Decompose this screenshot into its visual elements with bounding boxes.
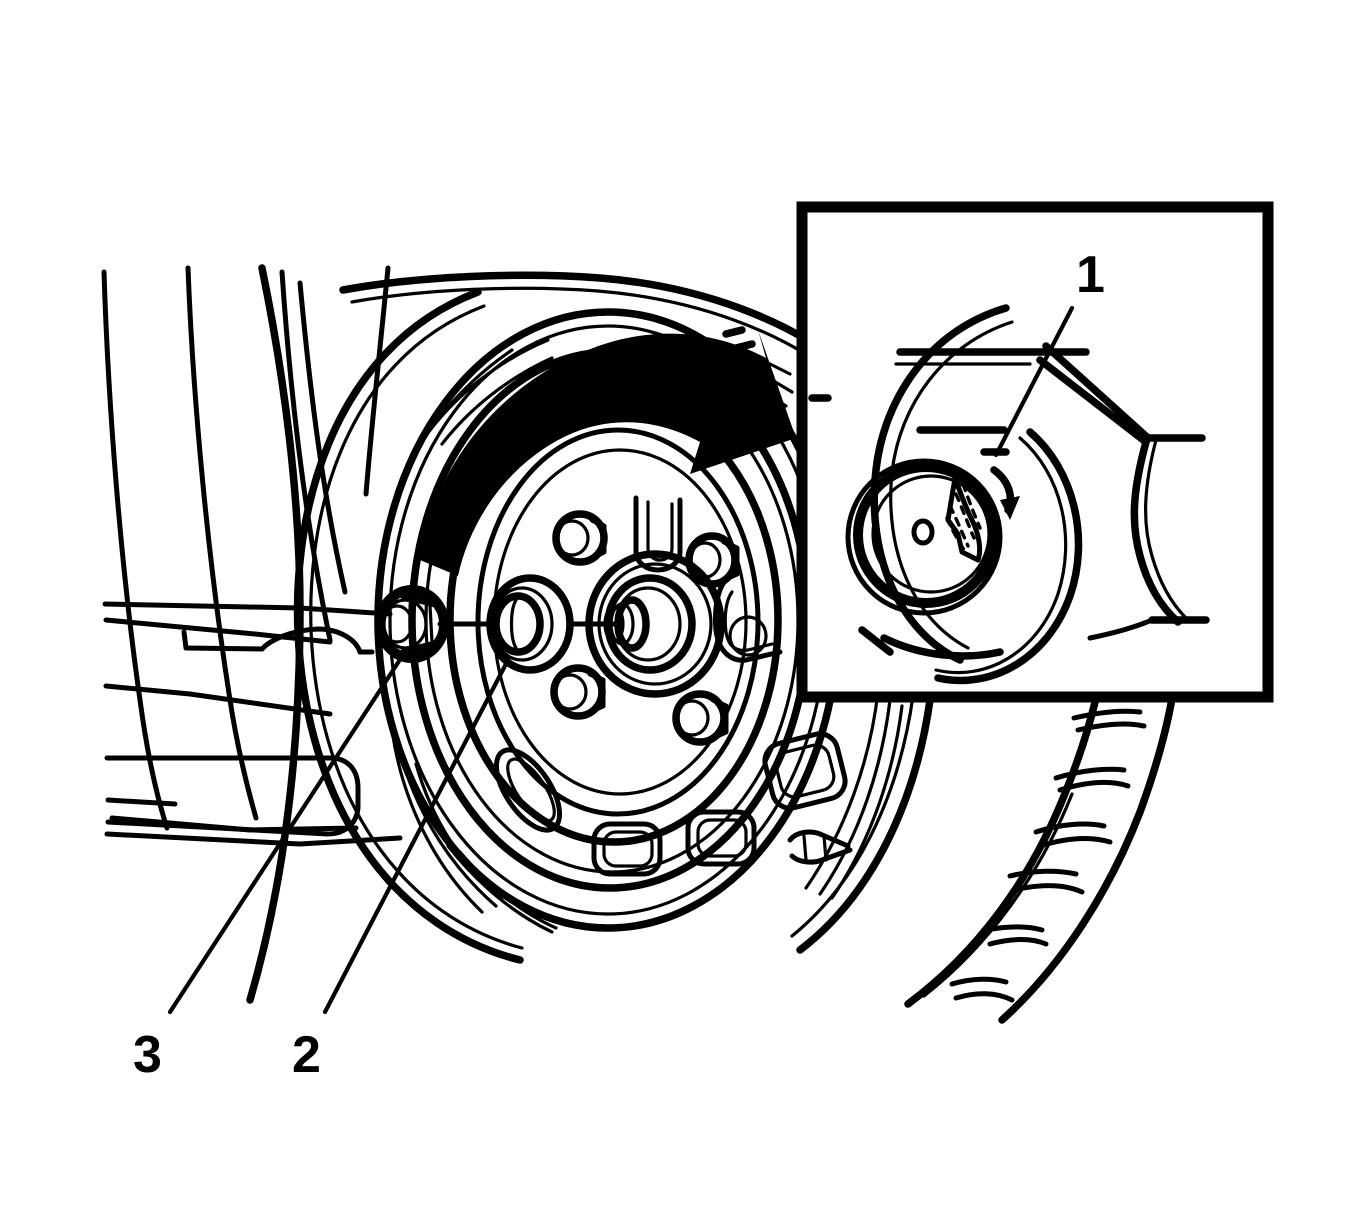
tire-tread-marks [949,708,1147,1003]
lug-nuts [550,510,768,746]
lug-nut [552,510,608,566]
spindle-nut [375,585,452,663]
valve-stem [787,829,853,865]
rotation-arrow [420,326,796,576]
leader-line-3 [167,652,406,1015]
leader-line-2 [322,657,511,1015]
detail-inset: 1 [796,201,1274,703]
inset-content [808,304,1210,685]
callout-label-2: 2 [292,1026,321,1084]
washer [486,574,574,674]
callout-label-1: 1 [1076,246,1105,304]
lug-nut [685,532,740,588]
lug-nut [728,615,768,657]
lug-nut [672,690,729,746]
body-panel-group [101,265,403,847]
callout-label-3: 3 [133,1026,162,1084]
leader-line-1 [993,305,1075,458]
leader-lines [167,652,511,1015]
lug-nut [550,664,606,720]
